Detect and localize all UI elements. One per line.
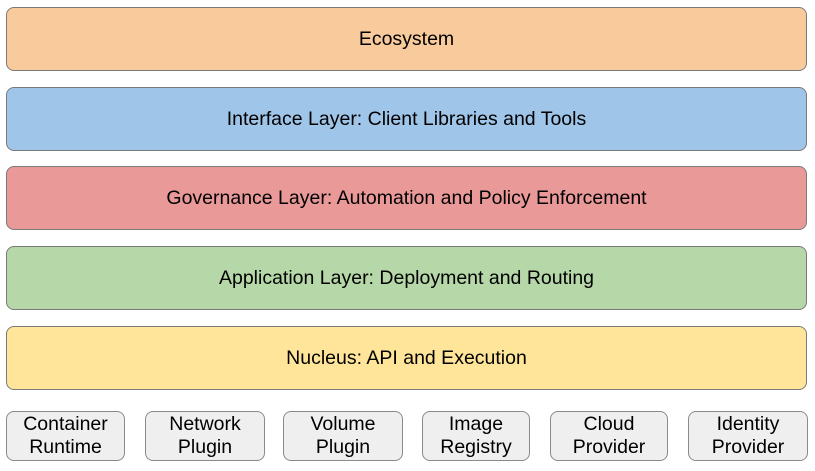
component-line1: Cloud [583, 413, 635, 435]
component-line2: Provider [711, 436, 785, 458]
component-line2: Runtime [29, 436, 102, 458]
layer-nucleus: Nucleus: API and Execution [6, 326, 807, 390]
component-line1: Container [23, 413, 108, 435]
component-network-plugin: Network Plugin [145, 411, 265, 461]
component-line1: Identity [716, 413, 780, 435]
component-volume-plugin: Volume Plugin [283, 411, 403, 461]
component-line2: Plugin [177, 436, 233, 458]
component-line1: Image [448, 413, 504, 435]
component-line1: Network [169, 413, 241, 435]
layer-interface: Interface Layer: Client Libraries and To… [6, 87, 807, 151]
component-image-registry: Image Registry [422, 411, 530, 461]
component-cloud-provider: Cloud Provider [550, 411, 668, 461]
component-line2: Registry [440, 436, 512, 458]
component-line2: Provider [572, 436, 646, 458]
component-container-runtime: Container Runtime [6, 411, 125, 461]
layer-governance: Governance Layer: Automation and Policy … [6, 166, 807, 230]
component-line2: Plugin [315, 436, 371, 458]
component-line1: Volume [310, 413, 376, 435]
layer-application: Application Layer: Deployment and Routin… [6, 246, 807, 310]
component-identity-provider: Identity Provider [688, 411, 808, 461]
layer-ecosystem: Ecosystem [6, 7, 807, 71]
